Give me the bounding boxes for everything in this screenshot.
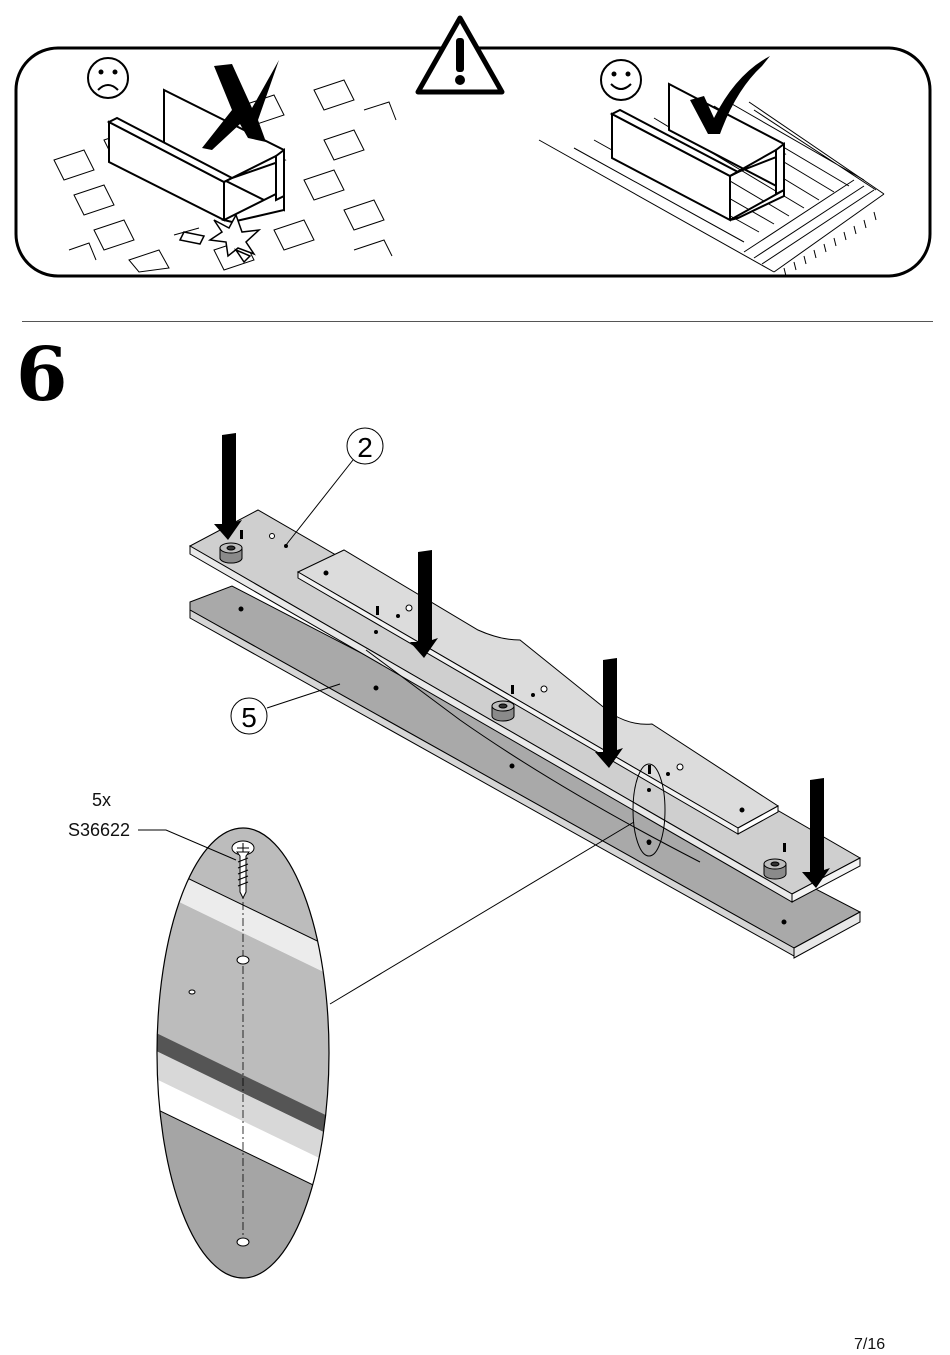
- happy-face-icon: [601, 60, 641, 100]
- step-number: 6: [16, 338, 68, 412]
- section-divider: [22, 321, 933, 322]
- screw-part-code: S36622: [68, 820, 130, 841]
- glide-foot: [220, 543, 242, 563]
- sad-face-icon: [88, 58, 128, 98]
- part-2-number: 2: [357, 432, 373, 463]
- warning-panel: [14, 10, 934, 280]
- page-number: 7/16: [854, 1336, 885, 1354]
- part-2-label: 2: [286, 428, 383, 545]
- glide-foot: [764, 859, 786, 879]
- screw-quantity: 5x: [92, 790, 111, 811]
- part-5-number: 5: [241, 702, 257, 733]
- glide-foot: [492, 701, 514, 721]
- panel-2: [190, 510, 860, 902]
- assembly-illustration: 2 5: [0, 410, 950, 1355]
